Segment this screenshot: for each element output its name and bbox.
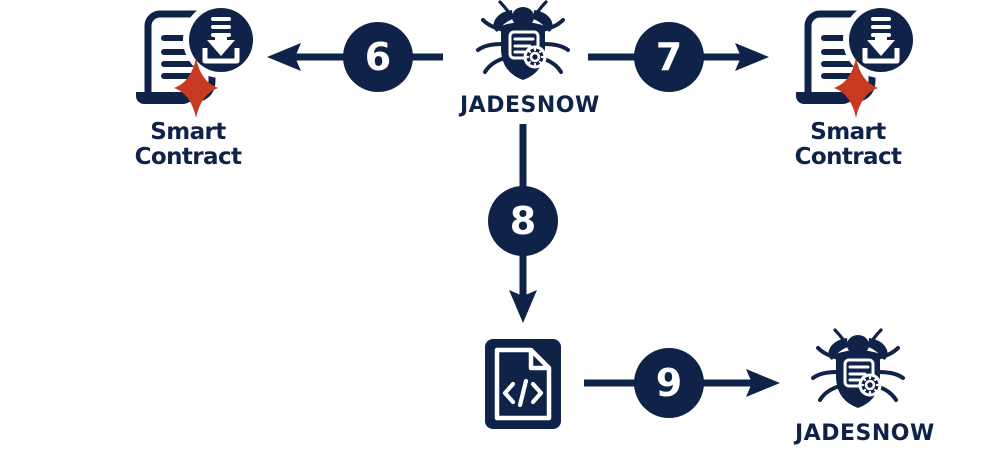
step-badge-6[interactable]: 6 <box>343 22 413 92</box>
node-code-file[interactable] <box>482 336 564 432</box>
smart-contract-download-icon <box>778 2 919 118</box>
jadesnow-bug-icon <box>795 328 921 420</box>
node-smart-contract-left-label: Smart Contract <box>134 119 242 170</box>
spark-icon <box>174 58 218 118</box>
step-badge-8[interactable]: 8 <box>488 186 558 256</box>
node-jadesnow-bottom-right-label: JADESNOW <box>795 421 935 446</box>
node-jadesnow-bottom-right[interactable]: JADESNOW <box>795 328 935 446</box>
step-badge-9[interactable]: 9 <box>634 348 704 418</box>
node-smart-contract-left[interactable]: Smart Contract <box>118 2 259 170</box>
step-badge-7[interactable]: 7 <box>634 22 704 92</box>
step-badge-6-label: 6 <box>364 35 392 79</box>
step-badge-9-label: 9 <box>655 361 683 405</box>
node-smart-contract-right-label: Smart Contract <box>794 119 902 170</box>
code-file-icon <box>482 336 564 432</box>
jadesnow-bug-icon <box>460 0 586 92</box>
smart-contract-download-icon <box>118 2 259 118</box>
node-jadesnow-center-label: JADESNOW <box>460 93 600 118</box>
step-badge-7-label: 7 <box>655 35 683 79</box>
step-badge-8-label: 8 <box>509 199 537 243</box>
node-jadesnow-center[interactable]: JADESNOW <box>460 0 600 118</box>
node-smart-contract-right[interactable]: Smart Contract <box>778 2 919 170</box>
spark-icon <box>834 58 878 118</box>
